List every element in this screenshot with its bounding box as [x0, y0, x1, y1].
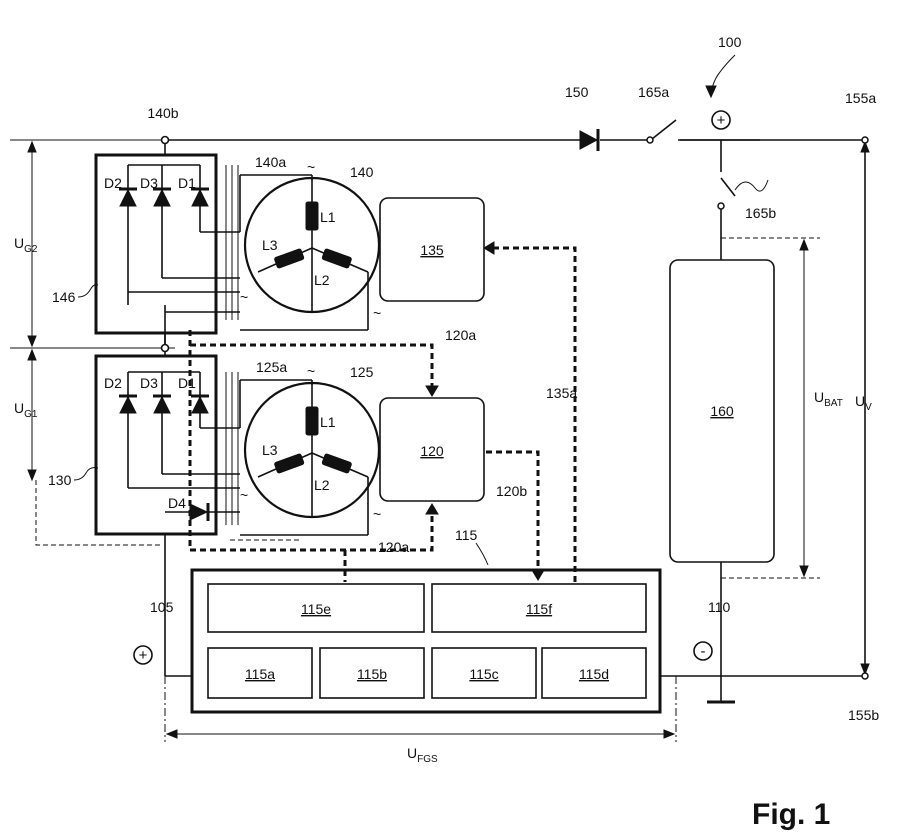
svg-text:+: + [139, 647, 148, 664]
label-l2-bottom: L2 [314, 477, 330, 493]
label-ug2: UG2 [14, 235, 38, 255]
signal-135a [494, 248, 575, 582]
label-ufgs: UFGS [407, 745, 438, 765]
svg-text:-: - [701, 643, 706, 660]
label-120a-bottom: 120a [378, 539, 409, 555]
label-125a: 125a [256, 359, 287, 375]
label-d3-bottom: D3 [140, 375, 158, 391]
label-125: 125 [350, 364, 374, 380]
leader-100 [712, 55, 735, 88]
label-110: 110 [708, 599, 731, 615]
label-135: 135 [420, 242, 444, 258]
label-105: 105 [150, 599, 174, 615]
stator-125 [240, 380, 379, 535]
ubat-arrow [800, 240, 808, 576]
label-l1-bottom: L1 [320, 414, 336, 430]
label-150: 150 [565, 84, 589, 100]
label-l2-top: L2 [314, 272, 330, 288]
label-140a: 140a [255, 154, 286, 170]
signal-120b [486, 452, 538, 570]
label-l3-bottom: L3 [262, 442, 278, 458]
plus-symbol-top: + [712, 111, 730, 129]
label-d2-top: D2 [104, 175, 122, 191]
tilde-125-top: ~ [307, 363, 315, 379]
tilde-125-left: ~ [240, 487, 248, 503]
label-115f: 115f [526, 601, 552, 617]
label-uv: UV [855, 393, 872, 413]
terminal-155b [862, 673, 868, 679]
label-140b: 140b [147, 105, 178, 121]
label-160: 160 [710, 403, 734, 419]
svg-text:+: + [717, 112, 726, 129]
label-120: 120 [420, 443, 444, 459]
arrow-100 [706, 86, 716, 97]
leader-115 [476, 543, 488, 565]
arrow-120a-bottom [426, 504, 438, 514]
label-146: 146 [52, 289, 76, 305]
label-155a: 155a [845, 90, 876, 106]
label-155b: 155b [848, 707, 879, 723]
leader-130 [74, 468, 98, 480]
tilde-140-left: ~ [240, 289, 248, 305]
figure-caption: Fig. 1 [752, 798, 830, 831]
tilde-140-top: ~ [307, 159, 315, 175]
phase-leads-140 [226, 165, 238, 320]
label-d2-bottom: D2 [104, 375, 122, 391]
label-140: 140 [350, 164, 374, 180]
switch-165a [647, 120, 676, 143]
label-120a-top: 120a [445, 327, 476, 343]
label-165a: 165a [638, 84, 669, 100]
plus-symbol-left: + [134, 646, 152, 664]
arrow-120a-top [426, 386, 438, 396]
label-l1-top: L1 [320, 209, 336, 225]
minus-symbol-right: - [694, 642, 712, 660]
label-130: 130 [48, 472, 72, 488]
terminal-155a [862, 137, 868, 143]
label-d4: D4 [168, 495, 186, 511]
label-165b: 165b [745, 205, 776, 221]
phase-leads-125 [226, 372, 238, 525]
switch-165b [718, 140, 768, 260]
label-115d: 115d [579, 666, 609, 682]
label-115c: 115c [469, 666, 498, 682]
label-l3-top: L3 [262, 237, 278, 253]
label-100: 100 [718, 34, 742, 50]
tilde-140-right: ~ [373, 305, 381, 321]
label-d3-top: D3 [140, 175, 158, 191]
label-ug1: UG1 [14, 400, 38, 420]
junction-140b [162, 137, 169, 144]
label-115b: 115b [357, 666, 387, 682]
label-ubat: UBAT [814, 389, 843, 409]
unit-115 [192, 570, 660, 712]
label-120b: 120b [496, 483, 527, 499]
label-115e: 115e [301, 601, 331, 617]
stator-140 [240, 175, 379, 330]
label-135a: 135a [546, 385, 577, 401]
junction-mid [162, 345, 169, 352]
diode-150 [580, 129, 598, 151]
label-d1-top: D1 [178, 175, 196, 191]
arrow-135a [484, 242, 494, 254]
label-115a: 115a [245, 666, 275, 682]
label-115: 115 [455, 527, 478, 543]
tilde-125-right: ~ [373, 506, 381, 522]
label-d1-bottom: D1 [178, 375, 196, 391]
